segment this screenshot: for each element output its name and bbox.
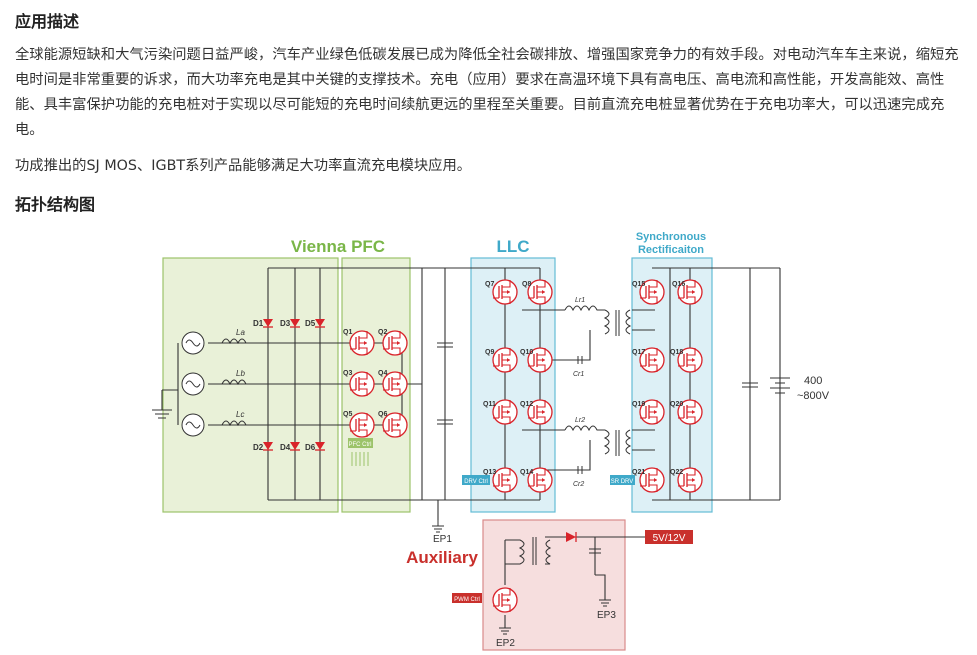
topology-diagram: Vienna PFC LLC Synchronous Rectificaiton… [152, 231, 830, 651]
section-heading-topology: 拓扑结构图 [15, 195, 96, 214]
vienna-pfc-title: Vienna PFC [291, 237, 385, 256]
q18-label: Q18 [670, 349, 683, 356]
q12-label: Q12 [520, 401, 533, 408]
ground-ep3 [599, 599, 611, 607]
section-heading-application: 应用描述 [15, 12, 80, 31]
diode-d3-label: D3 [280, 319, 291, 328]
lr2-label: Lr2 [575, 417, 585, 424]
q19-label: Q19 [632, 401, 645, 408]
llc-resonant-tank [564, 305, 632, 474]
diode-d4-label: D4 [280, 443, 291, 452]
sr-drv-tag: SR DRV [610, 475, 635, 485]
auxiliary-title: Auxiliary [406, 548, 478, 567]
q21-label: Q21 [632, 469, 645, 476]
q16-label: Q16 [672, 281, 685, 288]
svg-text:PFC Ctrl: PFC Ctrl [349, 442, 372, 448]
q20-label: Q20 [670, 401, 683, 408]
q7-label: Q7 [485, 281, 494, 288]
inductor-lb-label: Lb [236, 369, 245, 378]
q10-label: Q10 [520, 349, 533, 356]
battery-icon [770, 377, 790, 394]
aux-transistor [492, 587, 518, 613]
ground-ep2 [499, 627, 511, 635]
battery-voltage-line2: ~800V [797, 390, 830, 402]
q15-label: Q15 [632, 281, 645, 288]
inductor-lc-label: Lc [236, 410, 244, 419]
ac-inductors [221, 338, 247, 427]
sr-title-line2: Rectificaiton [638, 244, 704, 256]
svg-text:PWM Ctrl: PWM Ctrl [454, 597, 480, 603]
ground-ep1 [432, 520, 444, 533]
llc-drv-ctrl-tag: DRV Ctrl [462, 475, 490, 485]
diode-d6-label: D6 [305, 443, 316, 452]
ep1-label: EP1 [433, 534, 452, 545]
q5-label: Q5 [343, 411, 352, 418]
sr-title-line1: Synchronous [636, 231, 706, 243]
q13-label: Q13 [483, 469, 496, 476]
q9-label: Q9 [485, 349, 494, 356]
q8-label: Q8 [522, 281, 531, 288]
battery-voltage-line1: 400 [804, 375, 822, 387]
llc-title: LLC [496, 237, 529, 256]
application-description: 全球能源短缺和大气污染问题日益严峻，汽车产业绿色低碳发展已成为降低全社会碳排放、… [15, 47, 959, 138]
ep2-label: EP2 [496, 638, 515, 649]
vienna-pfc-block: Vienna PFC [162, 237, 411, 513]
inductor-la-label: La [236, 328, 245, 337]
svg-text:5V/12V: 5V/12V [653, 533, 686, 544]
q14-label: Q14 [520, 469, 533, 476]
cr2-label: Cr2 [573, 481, 584, 488]
diode-d5-label: D5 [305, 319, 316, 328]
aux-capacitor [589, 548, 601, 554]
aux-diode-icon [566, 532, 577, 542]
dc-bus-capacitors [437, 342, 758, 425]
svg-text:DRV Ctrl: DRV Ctrl [464, 479, 488, 485]
lr1-label: Lr1 [575, 297, 585, 304]
q2-label: Q2 [378, 329, 387, 336]
ac-sources [152, 331, 205, 437]
diode-d1-label: D1 [253, 319, 264, 328]
pwm-ctrl-tag: PWM Ctrl [452, 593, 482, 603]
aux-transformer [505, 537, 552, 565]
q11-label: Q11 [483, 401, 496, 408]
ep3-label: EP3 [597, 610, 616, 621]
q6-label: Q6 [378, 411, 387, 418]
svg-text:SR DRV: SR DRV [611, 479, 634, 485]
q1-label: Q1 [343, 329, 352, 336]
q22-label: Q22 [670, 469, 683, 476]
circuit-wiring [161, 267, 781, 628]
product-description: 功成推出的SJ MOS、IGBT系列产品能够满足大功率直流充电模块应用。 [15, 158, 472, 174]
cr1-label: Cr1 [573, 371, 584, 378]
aux-output-tag: 5V/12V [645, 530, 693, 544]
q3-label: Q3 [343, 370, 352, 377]
pfc-ctrl-tag: PFC Ctrl [348, 438, 373, 466]
q4-label: Q4 [378, 370, 387, 377]
diode-d2-label: D2 [253, 443, 264, 452]
q17-label: Q17 [632, 349, 645, 356]
